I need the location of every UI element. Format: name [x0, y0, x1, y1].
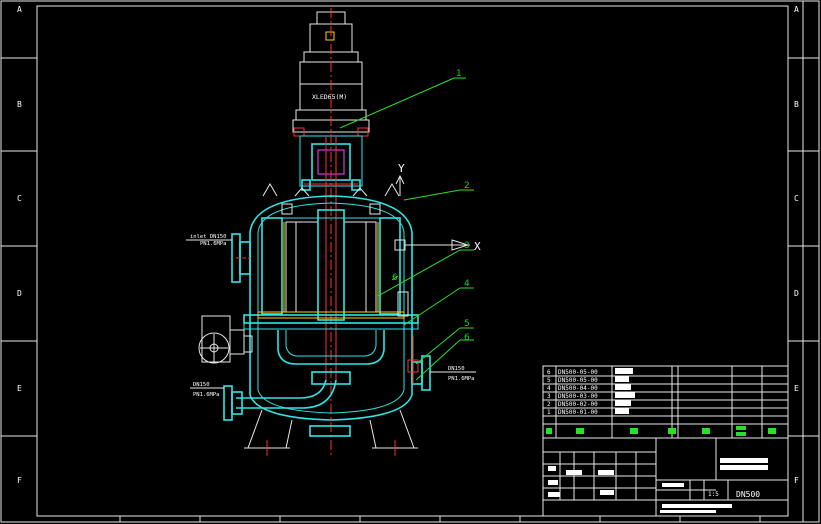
axis-label-y: Y	[398, 162, 405, 175]
discharge-piping	[236, 330, 385, 437]
bom-code-4: DN500-03-00	[558, 393, 598, 400]
drawing-number: DN500	[736, 490, 760, 499]
zone-label-left-d: D	[17, 289, 22, 298]
coupling-housing	[299, 135, 363, 191]
inlet-top-line1: inlet DN150	[190, 234, 226, 240]
inlet-nozzle-top	[231, 233, 251, 283]
outlet-nozzle-right	[411, 355, 431, 391]
filter-elements	[257, 209, 405, 321]
scale-value: 1:5	[708, 491, 719, 498]
zone-label-right-a: A	[794, 5, 799, 14]
inlet-lower-line2: PN1.6MPa	[193, 392, 220, 398]
callout-2: 2	[464, 181, 470, 191]
axis-indicator: Y X	[394, 162, 481, 253]
zone-label-right-c: C	[794, 194, 799, 203]
zone-label-left-c: C	[17, 194, 22, 203]
zone-label-left-b: B	[17, 100, 22, 109]
support-legs	[244, 409, 418, 456]
bom-no-3: 4	[547, 385, 551, 392]
callout-6-inline: 6	[392, 273, 398, 283]
outlet-right-line1: DN150	[448, 366, 465, 372]
zone-label-right-b: B	[794, 100, 799, 109]
callout-6: 6	[464, 333, 470, 343]
bom-no-2: 5	[547, 377, 551, 384]
callout-5: 5	[464, 319, 470, 329]
inlet-nozzle-lower	[223, 385, 243, 421]
bom-code-3: DN500-04-00	[558, 385, 598, 392]
callout-1: 1	[456, 69, 462, 79]
bom-code-5: DN500-02-00	[558, 401, 598, 408]
bom-code-2: DN500-05-00	[558, 377, 598, 384]
sight-gauge	[397, 291, 419, 384]
title-block: 1:5 DN500	[542, 437, 789, 517]
axis-label-x: X	[474, 240, 481, 253]
bom-code-6: DN500-01-00	[558, 409, 598, 416]
bom-no-6: 1	[547, 409, 551, 416]
inlet-lower-line1: DN150	[193, 382, 210, 388]
bom-code-1: DN500-05-00	[558, 369, 598, 376]
zone-label-right-f: F	[794, 476, 799, 485]
outlet-right-line2: PN1.6MPa	[448, 376, 475, 382]
zone-label-left-e: E	[17, 384, 22, 393]
handwheel-actuator	[198, 315, 253, 364]
zone-label-left-a: A	[17, 5, 22, 14]
bom-no-1: 6	[547, 369, 551, 376]
inlet-top-line2: PN1.6MPa	[200, 241, 227, 247]
zone-label-right-d: D	[794, 289, 799, 298]
bom-no-4: 3	[547, 393, 551, 400]
motor-label: XLED65(M)	[312, 93, 347, 101]
nozzle-annotations: inlet DN150 PN1.6MPa DN150 PN1.6MPa DN15…	[186, 234, 476, 398]
parts-list: 6 DN500-05-00 5 DN500-05-00 4 DN500-04-0…	[542, 365, 789, 439]
central-shaft	[325, 8, 337, 455]
leader-lines	[339, 77, 474, 381]
callout-4: 4	[464, 279, 470, 289]
bom-no-5: 2	[547, 401, 551, 408]
zone-label-right-e: E	[794, 384, 799, 393]
zone-label-left-f: F	[17, 476, 22, 485]
callout-3: 3	[464, 241, 470, 251]
